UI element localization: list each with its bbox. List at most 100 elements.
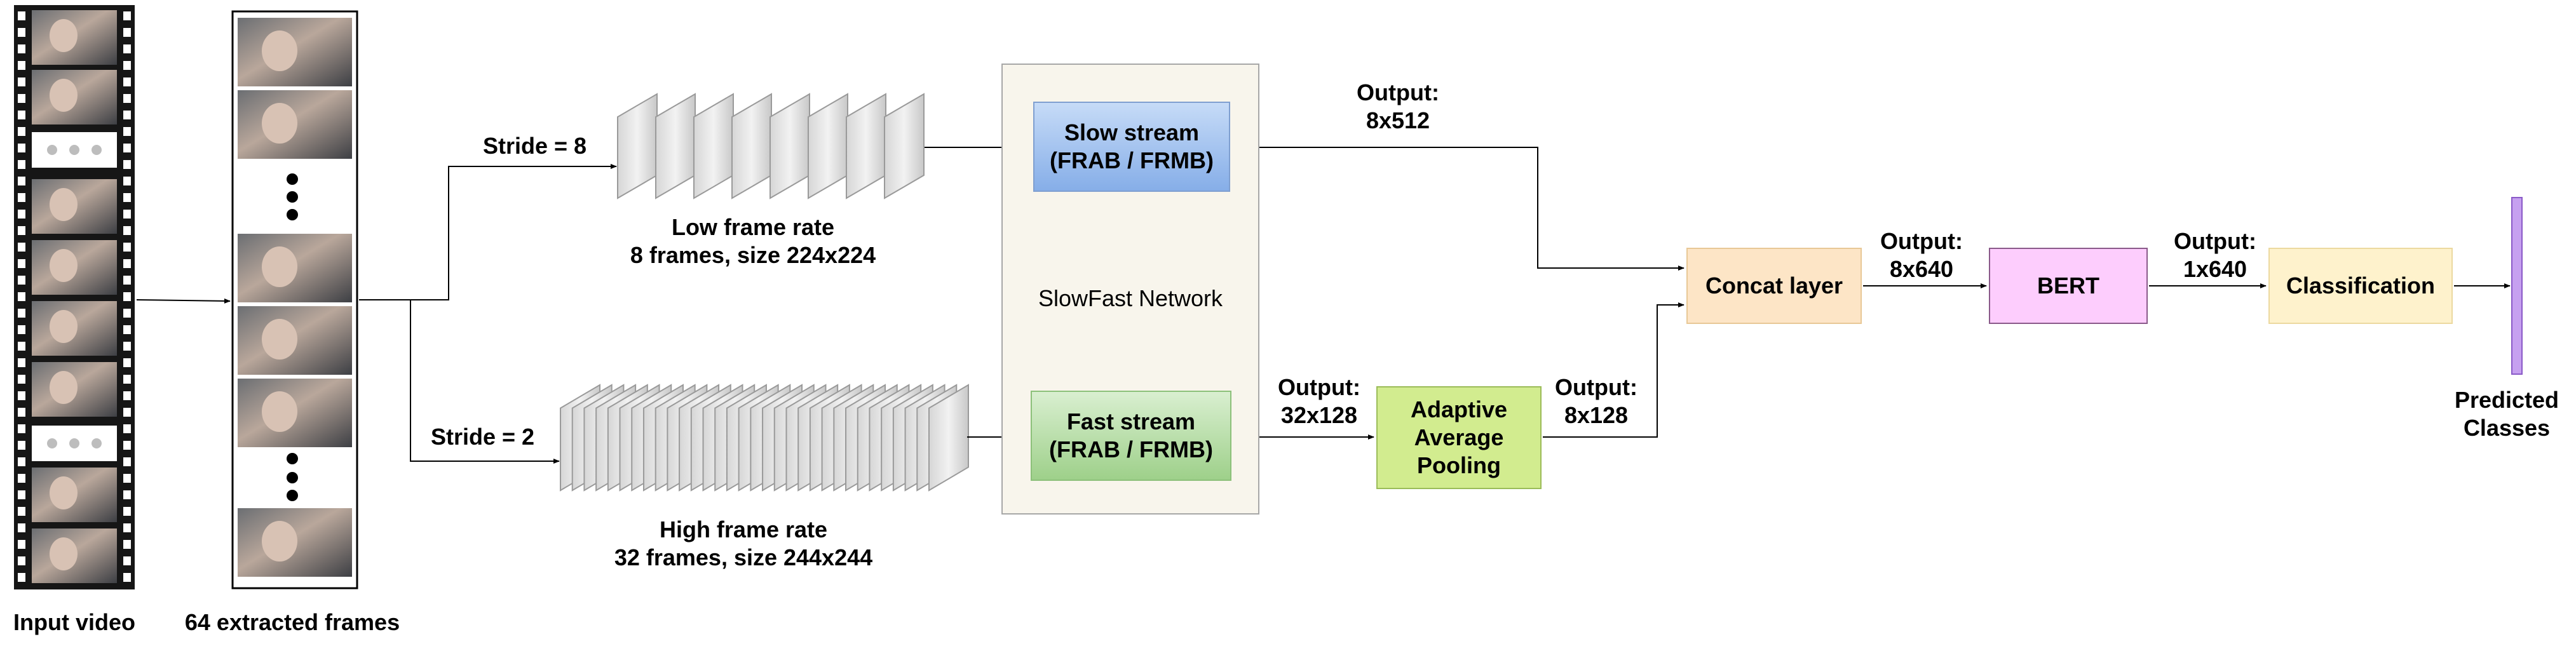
sprocket-hole [18,556,25,565]
sprocket-hole [123,160,131,169]
predicted-label-2: Classes [2463,415,2551,441]
sprocket-hole [18,111,25,119]
low-frame-rate-stack [617,93,925,199]
sprocket-hole [123,94,131,103]
pool-line-3: Pooling [1417,452,1501,478]
sprocket-hole [18,375,25,384]
sprocket-hole [18,210,25,219]
sprocket-hole [123,408,131,417]
slow-output-value: 8x512 [1366,107,1430,133]
baby-face-shape [50,371,78,404]
pool-line-2: Average [1414,424,1504,450]
sprocket-hole [18,28,25,37]
ellipsis-dot [92,438,102,448]
slowfast-network-label: SlowFast Network [1038,285,1223,311]
sprocket-hole [18,358,25,367]
fast-output-value: 32x128 [1280,402,1358,428]
sprocket-hole [18,457,25,466]
baby-face-shape [50,79,78,112]
sprocket-hole [18,144,25,152]
low-rate-title: Low frame rate [671,214,835,240]
baby-face-shape [50,188,78,221]
sprocket-hole [123,325,131,334]
video-frame-slice [655,93,696,199]
sprocket-hole [18,490,25,499]
ellipsis-dot [69,145,79,155]
sprocket-hole [123,226,131,235]
sprocket-hole [123,556,131,565]
sprocket-hole [18,226,25,235]
baby-face-shape [262,30,297,71]
sprocket-hole [18,44,25,53]
fast-output-label: Output: [1278,374,1360,400]
video-frame-slice [693,93,734,199]
sprocket-hole [18,276,25,285]
baby-face-shape [50,476,78,509]
ellipsis-dot [69,438,79,448]
sprocket-hole [123,474,131,483]
baby-face-shape [262,521,297,562]
sprocket-hole [123,193,131,202]
ellipsis-dot [47,145,57,155]
ellipsis-dots-bottom [287,453,298,501]
film-frames [32,10,117,583]
sprocket-hole [123,573,131,582]
video-frame-slice [769,93,810,199]
arrow-video-to-frames [136,298,231,304]
sprocket-hole [123,276,131,285]
sprocket-hole [123,44,131,53]
pool-output-value: 8x128 [1564,402,1629,428]
fast-stream-box: Fast stream (FRAB / FRMB) [1031,391,1231,481]
slow-stream-box: Slow stream (FRAB / FRMB) [1033,102,1230,192]
sprocket-hole [123,342,131,351]
predicted-label-1: Predicted [2454,387,2559,413]
sprocket-hole [18,292,25,301]
arrow-pool-to-concat [1543,302,1685,438]
bert-box: BERT [1989,248,2148,324]
baby-face-shape [262,246,297,287]
baby-face-shape [262,391,297,432]
input-video-label: Input video [13,609,135,635]
sprocket-hole [18,309,25,318]
sprocket-hole [18,243,25,252]
baby-face-shape [50,310,78,343]
stride-slow-label: Stride = 8 [483,133,587,159]
sprocket-hole [18,160,25,169]
sprocket-hole [18,474,25,483]
sprocket-hole [123,507,131,516]
sprocket-hole [123,490,131,499]
sprocket-hole [18,408,25,417]
slow-stream-title: Slow stream [1064,119,1200,145]
concat-layer-box: Concat layer [1686,248,1862,324]
sprocket-hole [18,424,25,433]
sprocket-hole [18,193,25,202]
sprocket-hole [123,375,131,384]
classification-box: Classification [2268,248,2453,324]
sprocket-hole [123,144,131,152]
high-frame-rate-stack [560,384,969,492]
video-frame-slice [884,93,925,199]
sprocket-hole [123,424,131,433]
sprocket-hole [123,309,131,318]
arrow-to-fast-stack [410,300,560,464]
sprocket-hole [18,325,25,334]
sprocket-hole [18,391,25,400]
bert-label: BERT [2037,273,2099,299]
sprocket-hole [18,540,25,549]
pool-output-label: Output: [1555,374,1637,400]
film-strip [14,5,135,589]
stride-fast-label: Stride = 2 [431,424,535,450]
classification-label: Classification [2286,273,2436,299]
sprocket-hole [18,573,25,582]
sprocket-hole [123,77,131,86]
sprocket-hole [18,11,25,20]
sprocket-hole [123,358,131,367]
sprocket-hole [123,457,131,466]
sprocket-hole [18,259,25,268]
film-sprockets [18,11,131,582]
concat-output-value: 8x640 [1889,256,1954,282]
predicted-classes-bar [2511,197,2523,375]
baby-face-shape [262,319,297,360]
fast-stream-title: Fast stream [1066,408,1196,434]
